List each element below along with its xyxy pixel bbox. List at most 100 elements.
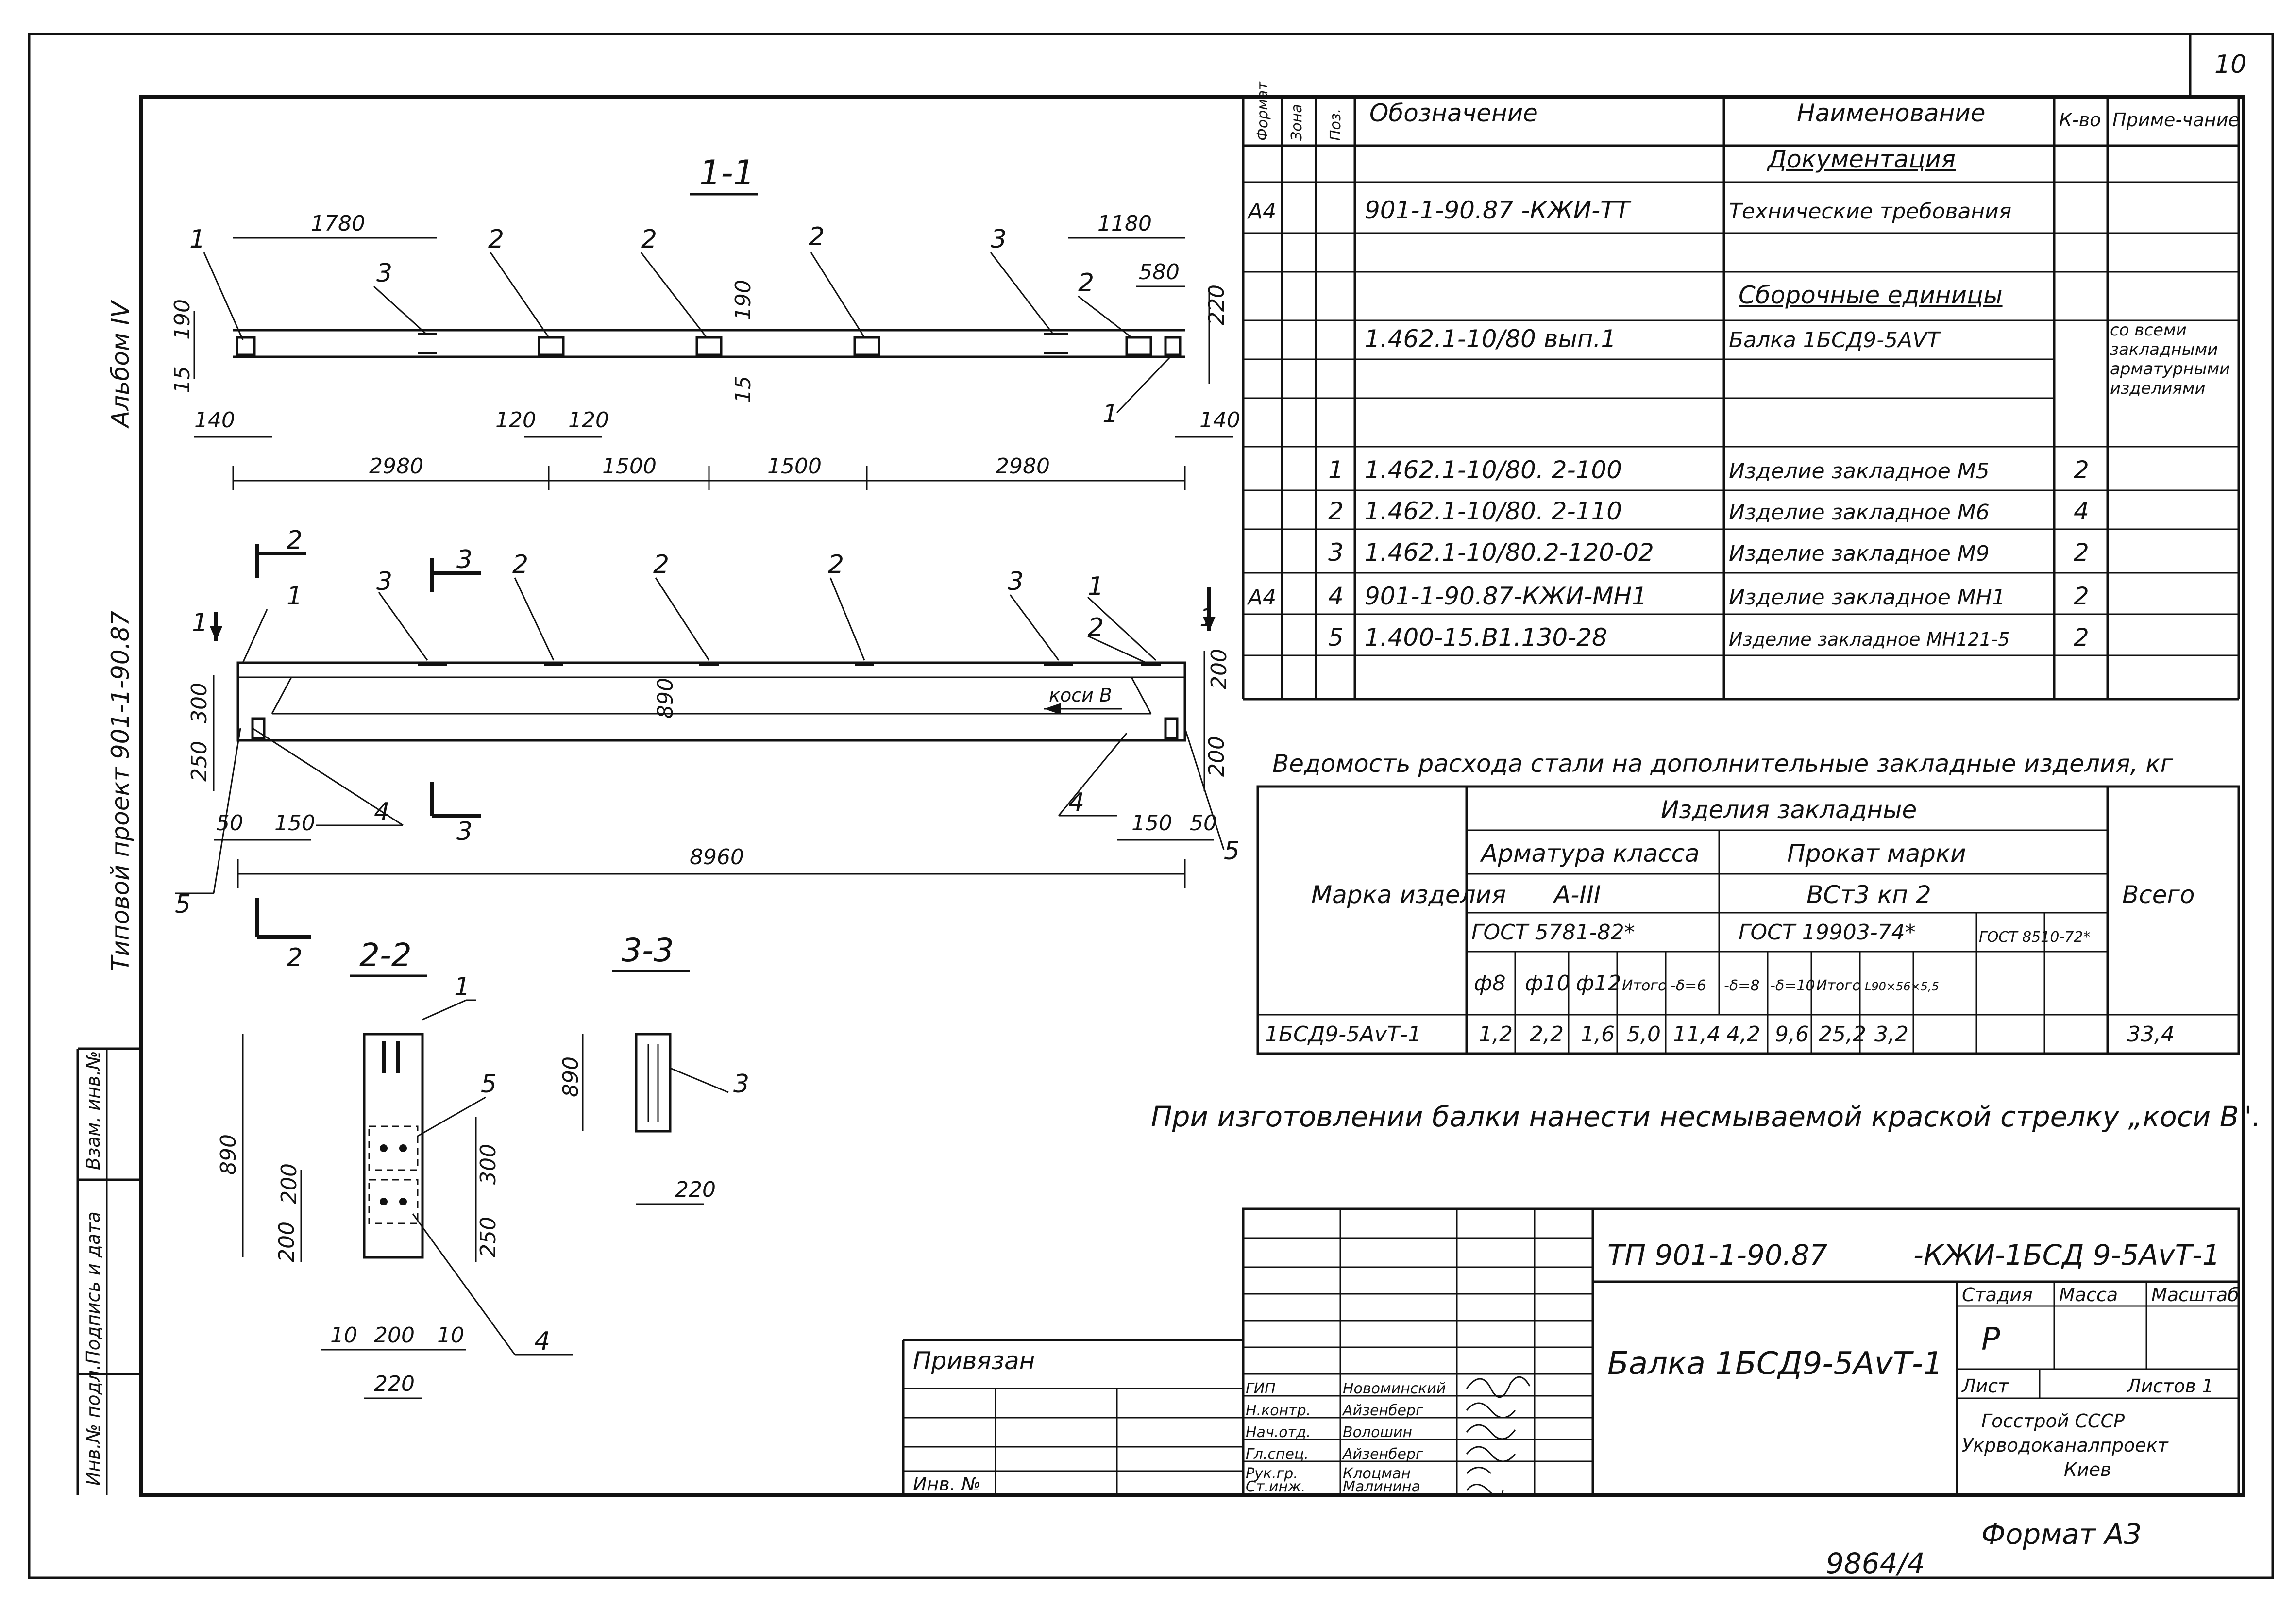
dim-2980-left: 2980 <box>369 454 423 479</box>
label-kosi-v: коси В <box>1049 685 1112 706</box>
spec-h-zone: Зона <box>1288 104 1305 141</box>
spec-row9-fmt: А4 <box>1247 585 1276 610</box>
stage-value: Р <box>1981 1322 2000 1357</box>
signature-2 <box>1466 1424 1516 1440</box>
plan-callout-1-b: 1 <box>1088 572 1104 601</box>
side-label-sign: Подпись и дата <box>83 1211 104 1364</box>
plan-dim-200-b: 200 <box>1204 736 1229 777</box>
s22-dim-200-b: 200 <box>274 1222 299 1262</box>
person-4: Клоцман <box>1343 1465 1411 1482</box>
cut-mark-2-top: 2 <box>287 526 303 555</box>
steel-val-3: 5,0 <box>1627 1022 1661 1047</box>
bound-label: Привязан <box>913 1347 1035 1375</box>
spec-row6-name: Изделие закладное М5 <box>1729 459 1990 484</box>
steel-rebar-class: А-III <box>1553 881 1601 909</box>
view-section-1-1: 1-1 1780 1180 580 190 15 190 15 220 140 <box>170 153 1240 490</box>
s22-callout-5: 5 <box>481 1070 497 1099</box>
spec-row10-name: Изделие закладное МН121-5 <box>1729 629 2009 650</box>
arrow-kosi-icon <box>1044 703 1061 715</box>
plan-dim-50-left: 50 <box>216 811 243 836</box>
format-label: Формат А3 <box>1981 1518 2142 1551</box>
dim-140-right: 140 <box>1199 408 1240 433</box>
spec-row4-code: 1.462.1-10/80 вып.1 <box>1365 325 1616 353</box>
cut-arrow-1-right-icon <box>1203 617 1216 631</box>
sheet-number: 10 <box>2214 50 2246 79</box>
steel-sub-d6: -δ=6 <box>1671 977 1706 994</box>
plan-callout-5-left: 5 <box>175 890 191 919</box>
spec-row1-code: 901-1-90.87 -КЖИ-ТТ <box>1365 196 1632 224</box>
org-line-3: Киев <box>2064 1459 2111 1480</box>
s22-dim-10-left: 10 <box>330 1323 357 1348</box>
dim-1500-right: 1500 <box>767 454 822 479</box>
cut-mark-1-left: 1 <box>192 608 208 637</box>
fabrication-note: При изготовлении балки нанести несмываем… <box>1151 1100 2261 1133</box>
steel-extra-gost: ГОСТ 8510-72* <box>1979 929 2090 946</box>
role-5: Ст.инж. <box>1246 1478 1306 1495</box>
dim-190-left: 190 <box>170 299 195 340</box>
dim-120-b: 120 <box>568 408 609 433</box>
steel-sub-d10: -δ=10 <box>1770 977 1815 994</box>
view-title-3-3: 3-3 <box>622 932 674 969</box>
dim-220-right: 220 <box>1204 285 1229 325</box>
view-section-2-2: 2-2 1 5 4 890 200 200 300 250 10 200 10 … <box>216 937 573 1399</box>
spec-h-pos: Поз. <box>1327 109 1344 141</box>
s33-dim-890: 890 <box>558 1056 583 1097</box>
spec-row4-note: со всеми закладными арматурными изделиям… <box>2110 320 2230 398</box>
spec-row9-code: 901-1-90.87-КЖИ-МН1 <box>1365 582 1647 610</box>
steel-row-mark: 1БСД9-5АvТ-1 <box>1265 1022 1421 1047</box>
spec-row8-code: 1.462.1-10/80.2-120-02 <box>1365 538 1654 567</box>
plan-dim-890: 890 <box>653 678 678 719</box>
cut-mark-2-bottom: 2 <box>287 943 303 972</box>
dim-1500-left: 1500 <box>602 454 657 479</box>
dim-2980-right: 2980 <box>996 454 1050 479</box>
drawing-code-suffix: -КЖИ-1БСД 9-5АvТ-1 <box>1913 1239 2220 1272</box>
view-title-2-2: 2-2 <box>359 937 412 974</box>
callout-3-b: 3 <box>991 225 1007 254</box>
title-block: Привязан Инв. № ТП 901-1-90.87 -КЖИ-1БСД… <box>902 1207 2240 1497</box>
steel-title: Ведомость расхода стали на дополнительны… <box>1272 750 2174 778</box>
plan-callout-2-d: 2 <box>1088 613 1104 642</box>
spec-row9-qty: 2 <box>2074 582 2089 610</box>
person-3: Айзенберг <box>1342 1446 1423 1463</box>
spec-row8-pos: 3 <box>1328 538 1344 567</box>
s33-callout-3: 3 <box>733 1070 749 1099</box>
plan-callout-4-left: 4 <box>374 798 390 827</box>
spec-row7-pos: 2 <box>1328 497 1344 525</box>
steel-val-1: 2,2 <box>1530 1022 1564 1047</box>
plan-dim-8960: 8960 <box>690 845 744 870</box>
callout-2-d: 2 <box>1078 268 1094 298</box>
inventory-number: 9864/4 <box>1826 1547 1925 1580</box>
steel-rolled-grade: ВСт3 кп 2 <box>1806 881 1931 909</box>
steel-rebar-gost: ГОСТ 5781-82* <box>1471 920 1635 945</box>
plan-callout-2-a: 2 <box>512 550 528 579</box>
s22-callout-1: 1 <box>454 972 470 1002</box>
callout-3-a: 3 <box>376 259 392 288</box>
steel-val-8: 3,2 <box>1874 1022 1908 1047</box>
spec-row8-qty: 2 <box>2074 538 2089 567</box>
plan-callout-3-a: 3 <box>376 567 392 596</box>
spec-row10-qty: 2 <box>2074 623 2089 652</box>
side-album: Альбом IV <box>106 300 135 429</box>
signature-3 <box>1466 1446 1516 1462</box>
person-1: Айзенберг <box>1342 1402 1423 1419</box>
inv-label: Инв. № <box>913 1473 980 1495</box>
steel-group-header: Изделия закладные <box>1661 796 1917 824</box>
spec-row6-qty: 2 <box>2074 456 2089 484</box>
spec-row1-name: Технические требования <box>1729 199 2011 224</box>
dim-15-left: 15 <box>170 366 195 393</box>
callout-2-c: 2 <box>809 222 825 251</box>
steel-sub-f8: ф8 <box>1474 971 1506 996</box>
drawing-code: ТП 901-1-90.87 <box>1607 1239 1827 1272</box>
dim-1780: 1780 <box>311 211 365 236</box>
sheet-frame: 10 Инв.№ подл. Подпись и дата Взам. инв.… <box>28 33 2274 1579</box>
plan-dim-200-a: 200 <box>1207 649 1232 689</box>
s22-dim-250: 250 <box>476 1217 501 1257</box>
sheets-label: Листов 1 <box>2126 1375 2213 1397</box>
spec-row9-name: Изделие закладное МН1 <box>1729 585 2006 610</box>
side-label-replace: Взам. инв.№ <box>83 1051 104 1170</box>
steel-mark-header: Марка изделия <box>1311 881 1506 909</box>
scale-header: Масштаб <box>2151 1284 2239 1306</box>
steel-val-5: 4,2 <box>1726 1022 1760 1047</box>
dim-580: 580 <box>1139 260 1180 285</box>
